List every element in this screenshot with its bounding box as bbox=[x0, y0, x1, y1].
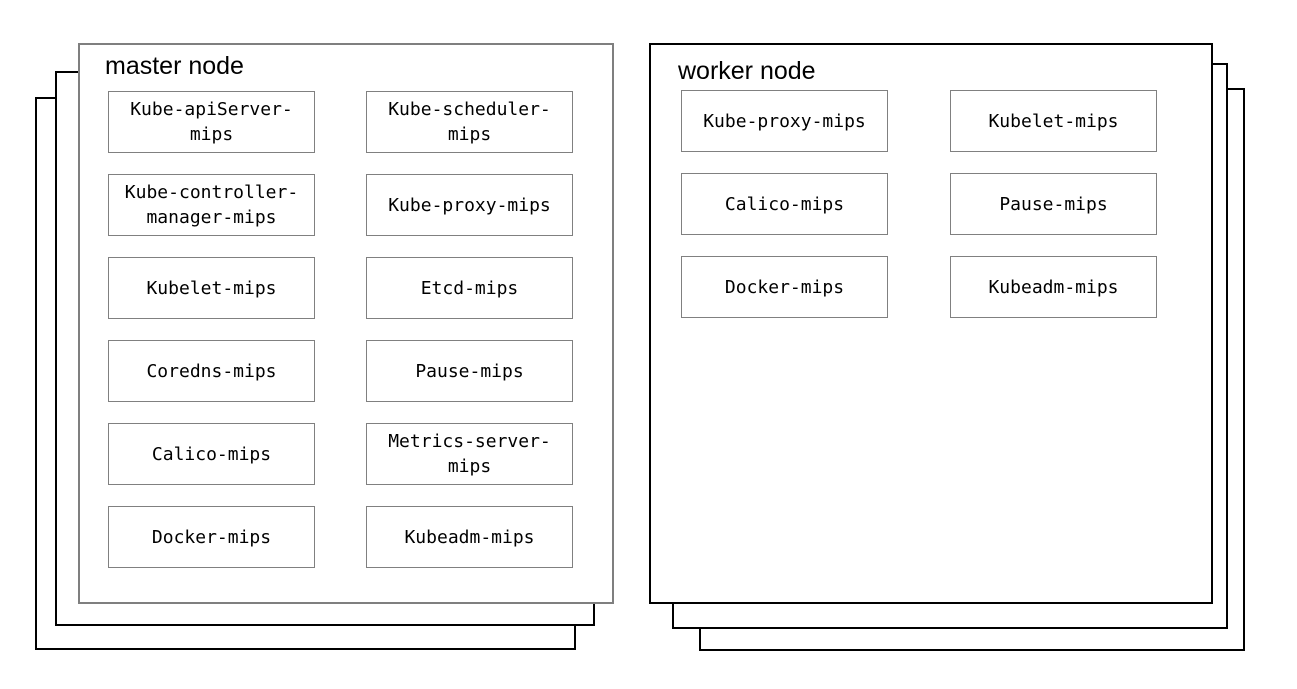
component-box-kube-proxy-mips-worker: Kube-proxy-mips bbox=[681, 90, 888, 152]
component-box-docker-mips-master: Docker-mips bbox=[108, 506, 315, 568]
component-box-kube-apiserver-mips: Kube-apiServer- mips bbox=[108, 91, 315, 153]
component-box-docker-mips-worker: Docker-mips bbox=[681, 256, 888, 318]
component-box-pause-mips-master: Pause-mips bbox=[366, 340, 573, 402]
worker-node-title: worker node bbox=[678, 57, 816, 85]
worker-components-grid: Kube-proxy-mips Kubelet-mips Calico-mips… bbox=[681, 90, 1157, 318]
component-box-metrics-server-mips: Metrics-server- mips bbox=[366, 423, 573, 485]
worker-node-box: worker node Kube-proxy-mips Kubelet-mips… bbox=[649, 43, 1213, 604]
component-box-kube-scheduler-mips: Kube-scheduler- mips bbox=[366, 91, 573, 153]
component-box-pause-mips-worker: Pause-mips bbox=[950, 173, 1157, 235]
component-box-calico-mips-worker: Calico-mips bbox=[681, 173, 888, 235]
master-node-box: master node Kube-apiServer- mips Kube-sc… bbox=[78, 43, 614, 604]
component-box-kube-controller-manager-mips: Kube-controller- manager-mips bbox=[108, 174, 315, 236]
component-box-kubeadm-mips-master: Kubeadm-mips bbox=[366, 506, 573, 568]
master-node-title: master node bbox=[105, 52, 244, 80]
master-components-grid: Kube-apiServer- mips Kube-scheduler- mip… bbox=[108, 91, 573, 568]
component-box-kubelet-mips-worker: Kubelet-mips bbox=[950, 90, 1157, 152]
component-box-kubeadm-mips-worker: Kubeadm-mips bbox=[950, 256, 1157, 318]
component-box-kubelet-mips-master: Kubelet-mips bbox=[108, 257, 315, 319]
component-box-calico-mips-master: Calico-mips bbox=[108, 423, 315, 485]
component-box-etcd-mips: Etcd-mips bbox=[366, 257, 573, 319]
component-box-coredns-mips: Coredns-mips bbox=[108, 340, 315, 402]
component-box-kube-proxy-mips-master: Kube-proxy-mips bbox=[366, 174, 573, 236]
